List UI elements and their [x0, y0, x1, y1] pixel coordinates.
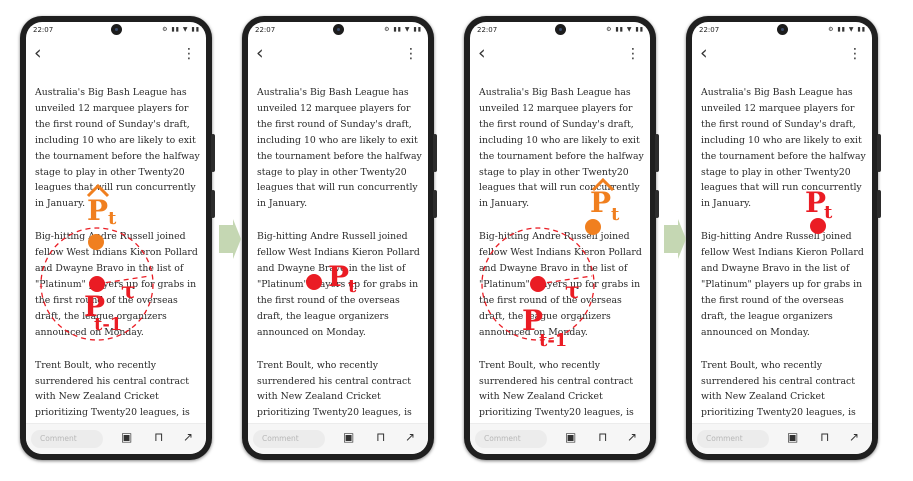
- article-paragraph: Australia's Big Bash League has unveiled…: [257, 87, 422, 210]
- status-time: 22:07: [477, 26, 498, 34]
- bookmark-icon[interactable]: ⊓: [598, 430, 608, 444]
- status-time: 22:07: [699, 26, 720, 34]
- back-arrow-icon[interactable]: ‹: [700, 42, 708, 64]
- share-icon[interactable]: ↗: [405, 430, 416, 444]
- side-button: [877, 190, 881, 218]
- share-icon[interactable]: ↗: [849, 430, 860, 444]
- phone-1: 22:07 ⚙ ▮▮ ▼ ▮▮ ‹ ⋮ Australia's Big Bash…: [20, 16, 215, 460]
- status-bar: 22:07 ⚙ ▮▮ ▼ ▮▮: [26, 22, 206, 40]
- chat-icon[interactable]: ▣: [565, 430, 577, 444]
- status-time: 22:07: [33, 26, 54, 34]
- app-bar: ‹ ⋮: [248, 44, 428, 66]
- bottom-bar: Comment ▣ ⊓ ↗: [692, 423, 872, 454]
- status-icons: ⚙ ▮▮ ▼ ▮▮: [606, 26, 644, 33]
- comment-input[interactable]: Comment: [475, 430, 547, 448]
- article-paragraph: Australia's Big Bash League has unveiled…: [35, 87, 200, 210]
- side-button: [655, 190, 659, 218]
- bookmark-icon[interactable]: ⊓: [376, 430, 386, 444]
- article-paragraph: Australia's Big Bash League has unveiled…: [701, 87, 866, 210]
- camera-icon: [555, 24, 566, 35]
- article-paragraph: Australia's Big Bash League has unveiled…: [479, 87, 644, 210]
- more-vertical-icon[interactable]: ⋮: [848, 46, 862, 62]
- camera-icon: [777, 24, 788, 35]
- status-bar: 22:07 ⚙ ▮▮ ▼ ▮▮: [248, 22, 428, 40]
- status-bar: 22:07 ⚙ ▮▮ ▼ ▮▮: [470, 22, 650, 40]
- status-icons: ⚙ ▮▮ ▼ ▮▮: [384, 26, 422, 33]
- chat-icon[interactable]: ▣: [343, 430, 355, 444]
- phone-screen: 22:07 ⚙ ▮▮ ▼ ▮▮ ‹ ⋮ Australia's Big Bash…: [692, 22, 872, 454]
- bottom-bar: Comment ▣ ⊓ ↗: [26, 423, 206, 454]
- status-icons: ⚙ ▮▮ ▼ ▮▮: [828, 26, 866, 33]
- side-button: [877, 134, 881, 172]
- article-body: Australia's Big Bash League has unveiled…: [257, 85, 427, 454]
- camera-icon: [333, 24, 344, 35]
- article-paragraph: Big-hitting Andre Russell joined fellow …: [257, 231, 420, 338]
- side-button: [433, 134, 437, 172]
- phone-3: 22:07 ⚙ ▮▮ ▼ ▮▮ ‹ ⋮ Australia's Big Bash…: [464, 16, 659, 460]
- phone-screen: 22:07 ⚙ ▮▮ ▼ ▮▮ ‹ ⋮ Australia's Big Bash…: [26, 22, 206, 454]
- share-icon[interactable]: ↗: [627, 430, 638, 444]
- camera-icon: [111, 24, 122, 35]
- chat-icon[interactable]: ▣: [121, 430, 133, 444]
- side-button: [211, 190, 215, 218]
- bookmark-icon[interactable]: ⊓: [154, 430, 164, 444]
- bottom-bar: Comment ▣ ⊓ ↗: [470, 423, 650, 454]
- article-paragraph: Big-hitting Andre Russell joined fellow …: [35, 231, 198, 338]
- phone-screen: 22:07 ⚙ ▮▮ ▼ ▮▮ ‹ ⋮ Australia's Big Bash…: [248, 22, 428, 454]
- article-paragraph: Big-hitting Andre Russell joined fellow …: [701, 231, 864, 338]
- side-button: [655, 134, 659, 172]
- side-button: [433, 190, 437, 218]
- chat-icon[interactable]: ▣: [787, 430, 799, 444]
- side-button: [211, 134, 215, 172]
- phone-4: 22:07 ⚙ ▮▮ ▼ ▮▮ ‹ ⋮ Australia's Big Bash…: [686, 16, 881, 460]
- article-body: Australia's Big Bash League has unveiled…: [701, 85, 871, 454]
- more-vertical-icon[interactable]: ⋮: [626, 46, 640, 62]
- transition-arrow: [219, 219, 241, 259]
- app-bar: ‹ ⋮: [692, 44, 872, 66]
- app-bar: ‹ ⋮: [26, 44, 206, 66]
- share-icon[interactable]: ↗: [183, 430, 194, 444]
- comment-input[interactable]: Comment: [253, 430, 325, 448]
- bottom-bar: Comment ▣ ⊓ ↗: [248, 423, 428, 454]
- phone-2: 22:07 ⚙ ▮▮ ▼ ▮▮ ‹ ⋮ Australia's Big Bash…: [242, 16, 437, 460]
- phone-screen: 22:07 ⚙ ▮▮ ▼ ▮▮ ‹ ⋮ Australia's Big Bash…: [470, 22, 650, 454]
- back-arrow-icon[interactable]: ‹: [256, 42, 264, 64]
- comment-input[interactable]: Comment: [697, 430, 769, 448]
- more-vertical-icon[interactable]: ⋮: [182, 46, 196, 62]
- app-bar: ‹ ⋮: [470, 44, 650, 66]
- status-icons: ⚙ ▮▮ ▼ ▮▮: [162, 26, 200, 33]
- back-arrow-icon[interactable]: ‹: [478, 42, 486, 64]
- more-vertical-icon[interactable]: ⋮: [404, 46, 418, 62]
- bookmark-icon[interactable]: ⊓: [820, 430, 830, 444]
- back-arrow-icon[interactable]: ‹: [34, 42, 42, 64]
- comment-input[interactable]: Comment: [31, 430, 103, 448]
- article-paragraph: Big-hitting Andre Russell joined fellow …: [479, 231, 642, 338]
- status-time: 22:07: [255, 26, 276, 34]
- transition-arrow: [664, 219, 686, 259]
- article-body: Australia's Big Bash League has unveiled…: [479, 85, 649, 454]
- article-body: Australia's Big Bash League has unveiled…: [35, 85, 205, 454]
- status-bar: 22:07 ⚙ ▮▮ ▼ ▮▮: [692, 22, 872, 40]
